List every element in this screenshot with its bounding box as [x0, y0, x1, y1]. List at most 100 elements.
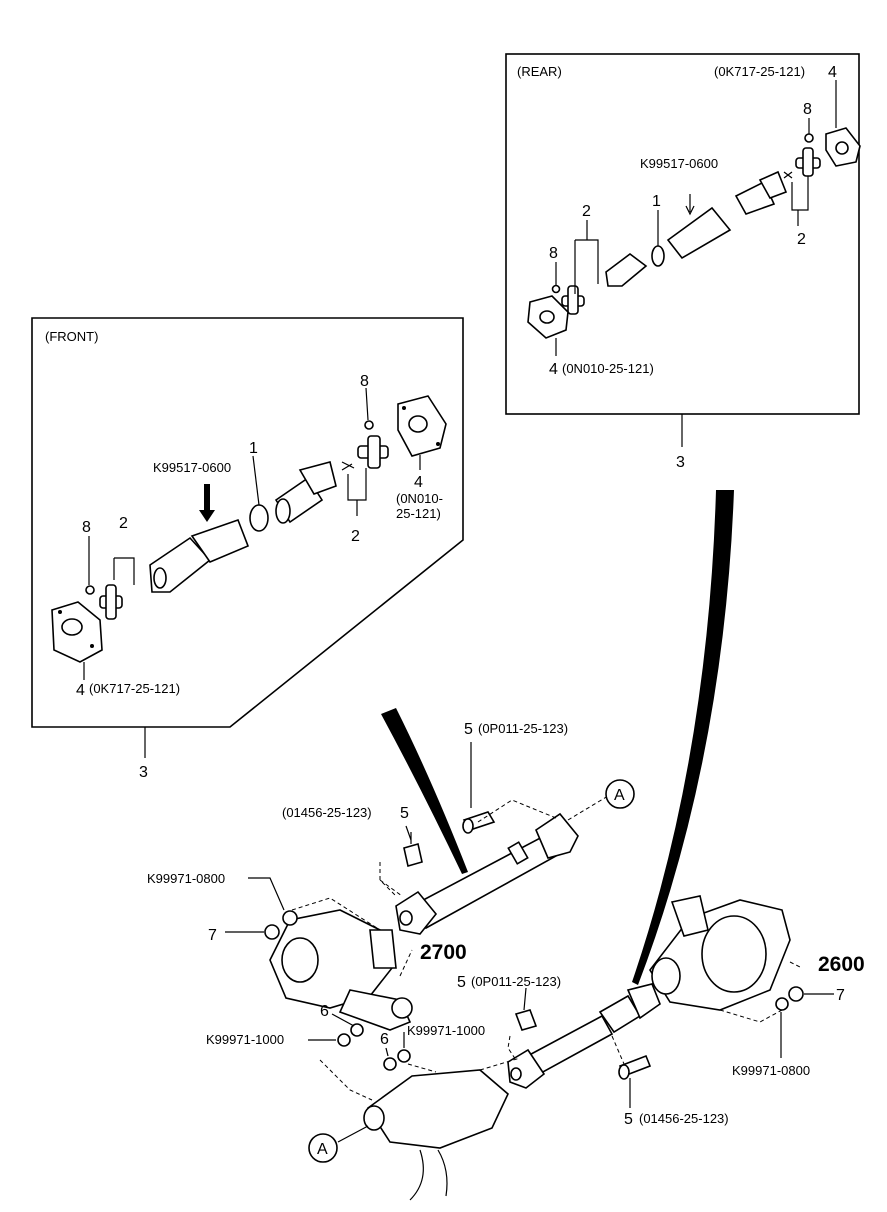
rear-propeller-shaft	[507, 983, 661, 1089]
label-part-7-left: 7	[208, 927, 217, 944]
front-slip-yoke	[149, 518, 250, 593]
dash-bolt-left	[379, 879, 403, 897]
rear-tube-front	[666, 206, 732, 260]
front-circlip	[341, 461, 355, 471]
nut-k0800-left	[282, 910, 298, 926]
label-nut-k0800-right: K99971-0800	[732, 1063, 810, 1078]
rear-pointer-wedge	[632, 490, 734, 985]
nut-k1000-mid	[397, 1049, 411, 1063]
rear-callout-number: 3	[676, 454, 685, 471]
front-label-4-right: 4	[414, 474, 423, 491]
front-label-2-left: 2	[119, 515, 128, 532]
label-nut-k1000-left: K99971-1000	[206, 1032, 284, 1047]
front-grease-nipple-8-left	[85, 585, 95, 595]
rear-label-4-top-code: (0K717-25-121)	[714, 64, 805, 79]
rear-label-1: 1	[652, 193, 661, 210]
front-shaft-flange-upper	[535, 812, 579, 859]
rear-label-4-bottom-code: (0N010-25-121)	[562, 361, 654, 376]
label-bolt-5-mid: 5	[457, 974, 466, 991]
rear-grease-fitting-code: K99517-0600	[640, 156, 718, 171]
rear-panel-title: (REAR)	[517, 64, 562, 79]
rear-label-2-left: 2	[582, 203, 591, 220]
rear-differential	[649, 895, 791, 1011]
label-part-7-right: 7	[836, 987, 845, 1004]
dash-marker-a-top	[567, 795, 609, 821]
ref-front-differential: 2700	[420, 941, 467, 964]
transfer-case-output	[363, 1069, 509, 1201]
front-propeller-shaft	[395, 811, 579, 935]
front-grease-fitting-arrow	[199, 484, 215, 522]
rear-label-2-right: 2	[797, 231, 806, 248]
nut-k0800-right	[775, 997, 789, 1011]
marker-a-bottom-label: A	[317, 1141, 328, 1158]
front-tube-yoke	[274, 461, 337, 524]
rear-label-4-top: 4	[828, 64, 837, 81]
front-label-4-left: 4	[76, 682, 85, 699]
label-bolt-5-left-code: (01456-25-123)	[282, 805, 372, 820]
rear-bracket-2-left	[574, 239, 599, 294]
front-flange-yoke-right	[397, 395, 447, 457]
front-label-4-left-code: (0K717-25-121)	[89, 681, 180, 696]
front-spider-left	[99, 584, 123, 620]
front-flange-yoke-left	[51, 601, 103, 663]
label-bolt-5-mid-code: (0P011-25-123)	[471, 974, 561, 989]
front-label-2-right: 2	[351, 528, 360, 545]
dash-bolt-top	[477, 799, 557, 823]
rear-flange-yoke-bottom	[527, 295, 569, 339]
front-grease-nipple-8-right	[364, 420, 374, 430]
front-label-1: 1	[249, 440, 258, 457]
label-bolt-5-top-code: (0P011-25-123)	[478, 721, 568, 736]
label-part-6-a: 6	[320, 1003, 329, 1020]
label-nut-k0800-left: K99971-0800	[147, 871, 225, 886]
rear-label-4-bottom: 4	[549, 361, 558, 378]
rear-detail-panel: (REAR) 3	[505, 53, 861, 471]
rear-flange-yoke-top	[825, 127, 861, 167]
rear-tube-yoke	[758, 170, 788, 199]
rear-circlip	[783, 171, 793, 179]
rear-slip-yoke	[605, 253, 648, 287]
front-detail-panel: (FRONT) 3	[31, 317, 464, 781]
nut-6-b	[383, 1057, 397, 1071]
front-grease-fitting-code: K99517-0600	[153, 460, 231, 475]
front-bracket-2-right	[347, 468, 367, 501]
nut-6-a	[350, 1023, 364, 1037]
front-pointer-wedge	[381, 708, 468, 874]
bolt-5-mid	[514, 1009, 538, 1031]
nut-k1000-left	[337, 1033, 351, 1047]
label-bolt-5-left: 5	[400, 805, 409, 822]
rear-label-8-top: 8	[803, 101, 812, 118]
bolt-5-left	[403, 842, 423, 868]
front-label-4-right-code-2: 25-121)	[396, 506, 441, 521]
rear-shaft-flange-upper	[626, 983, 661, 1020]
rear-spider-top	[795, 147, 821, 177]
rear-label-8-bottom: 8	[549, 245, 558, 262]
nut-7-left	[264, 924, 280, 940]
label-bolt-5-top: 5	[464, 721, 473, 738]
front-label-8-right: 8	[360, 373, 369, 390]
front-label-4-right-code-1: (0N010-	[396, 491, 443, 506]
marker-a-top-label: A	[614, 787, 625, 804]
rear-tube-rear	[734, 180, 776, 215]
front-callout-number: 3	[139, 764, 148, 781]
front-spider-right	[357, 435, 389, 469]
label-part-6-b: 6	[380, 1031, 389, 1048]
front-panel-border	[31, 317, 464, 728]
rear-grease-nipple-8-top	[804, 133, 814, 143]
ref-rear-differential: 2600	[818, 953, 865, 976]
front-differential	[269, 909, 413, 1031]
marker-a-top: A	[605, 779, 635, 809]
rear-snap-ring-1	[651, 245, 665, 267]
rear-grease-fitting	[685, 205, 695, 216]
nut-7-right	[788, 986, 804, 1002]
label-bolt-5-bottom: 5	[624, 1111, 633, 1128]
front-panel-title: (FRONT)	[45, 329, 98, 344]
label-nut-k1000-mid: K99971-1000	[407, 1023, 485, 1038]
label-bolt-5-bottom-code: (01456-25-123)	[639, 1111, 729, 1126]
rear-grease-nipple-8-bottom	[551, 284, 561, 294]
front-label-8-left: 8	[82, 519, 91, 536]
front-bracket-2-left	[113, 557, 135, 585]
rear-bracket-2-right	[791, 176, 809, 211]
front-snap-ring-1	[249, 504, 269, 532]
marker-a-bottom: A	[308, 1133, 338, 1163]
